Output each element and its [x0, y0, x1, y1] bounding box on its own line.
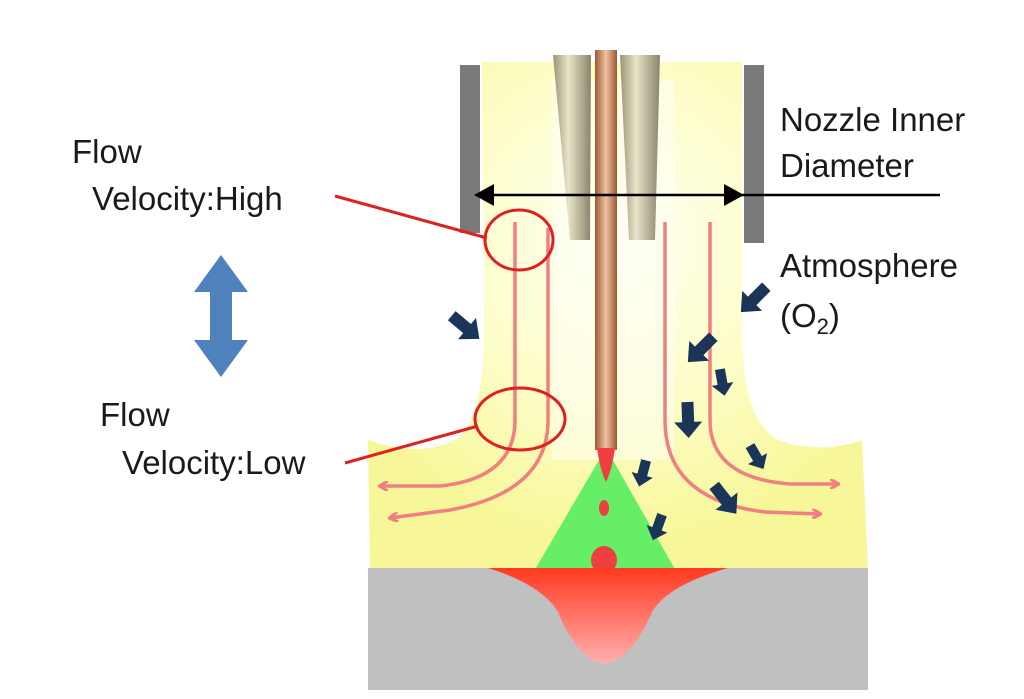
flow-high-label-line1: Flow — [72, 133, 142, 170]
nozzle-diameter-dimension — [474, 184, 940, 206]
velocity-double-arrow — [194, 255, 248, 377]
gas-flow-line — [708, 222, 838, 484]
flow-low-label-line1: Flow — [100, 396, 170, 433]
flow-low-label-line2: Velocity:Low — [122, 444, 306, 481]
high-velocity-circle — [483, 208, 555, 272]
nozzle-wall-right — [744, 65, 764, 243]
atmosphere-arrow — [631, 459, 653, 487]
weld-pool — [488, 568, 728, 664]
dimension-arrowhead-left — [474, 184, 494, 206]
gas-flow-lines-right — [663, 222, 838, 514]
high-velocity-leader — [334, 194, 488, 240]
welding-wire — [595, 50, 617, 450]
nozzle-label-line2: Diameter — [780, 147, 914, 184]
atmosphere-arrow — [711, 368, 734, 396]
dimension-arrowhead-right — [724, 184, 744, 206]
atmosphere-arrow — [646, 513, 668, 541]
gas-flow-lines-left — [380, 222, 550, 518]
atmosphere-arrow — [687, 332, 718, 363]
atmosphere-suffix: ) — [829, 297, 840, 334]
low-velocity-circle — [473, 386, 567, 452]
droplet — [599, 500, 609, 516]
atmosphere-label-line1: Atmosphere — [780, 247, 958, 284]
atmosphere-arrow — [447, 311, 480, 340]
gas-flow-line — [390, 228, 550, 518]
velocity-markers — [334, 194, 567, 465]
atmosphere-arrow — [740, 282, 771, 313]
nozzle-label-line1: Nozzle Inner — [780, 101, 965, 138]
gas-flow-line — [663, 222, 820, 514]
atmosphere-arrow — [745, 443, 768, 469]
atmosphere-subscript: 2 — [817, 314, 829, 339]
atmosphere-label-line2: (O2) — [780, 297, 840, 339]
atmosphere-prefix: (O — [780, 297, 817, 334]
droplet — [591, 546, 617, 574]
atmosphere-arrow — [674, 401, 703, 438]
droplet-tip — [597, 448, 615, 482]
flow-high-label-line2: Velocity:High — [92, 180, 283, 217]
atmosphere-arrow — [709, 481, 738, 514]
gas-flow-line — [380, 222, 517, 486]
nozzle-wall-left — [460, 65, 480, 233]
atmosphere-arrows — [447, 282, 771, 541]
low-velocity-leader — [344, 424, 479, 465]
